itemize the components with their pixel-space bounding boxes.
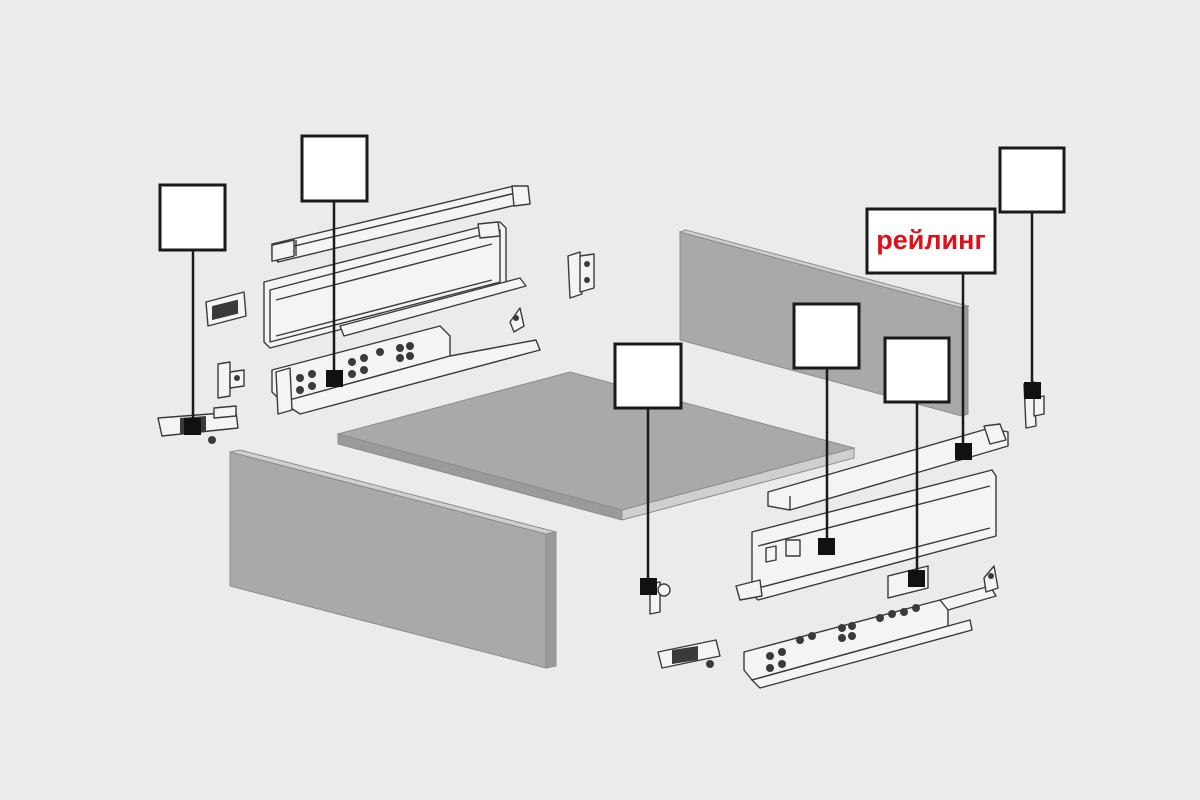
railing-label: рейлинг <box>876 225 985 255</box>
left-rail <box>271 307 541 415</box>
callout-side-cap <box>883 336 951 587</box>
callout-rear-bracket <box>998 146 1066 399</box>
front-panel <box>229 449 557 669</box>
right-rail <box>743 565 999 689</box>
callout-hinge-bracket <box>158 183 227 435</box>
callout-front-fixing-bracket <box>613 342 683 595</box>
callout-railing: рейлинг <box>865 207 997 460</box>
callout-right-drawer-side <box>792 302 861 555</box>
callout-left-drawer-side <box>300 134 369 387</box>
left-drawer-side-assembly <box>263 221 527 349</box>
bottom-panel <box>336 371 856 521</box>
left-front-bracket <box>217 361 245 399</box>
locking-device-right <box>657 639 721 669</box>
left-side-cap <box>205 291 247 327</box>
right-drawer-side-assembly <box>735 469 997 601</box>
rear-bracket-piece <box>567 251 595 299</box>
